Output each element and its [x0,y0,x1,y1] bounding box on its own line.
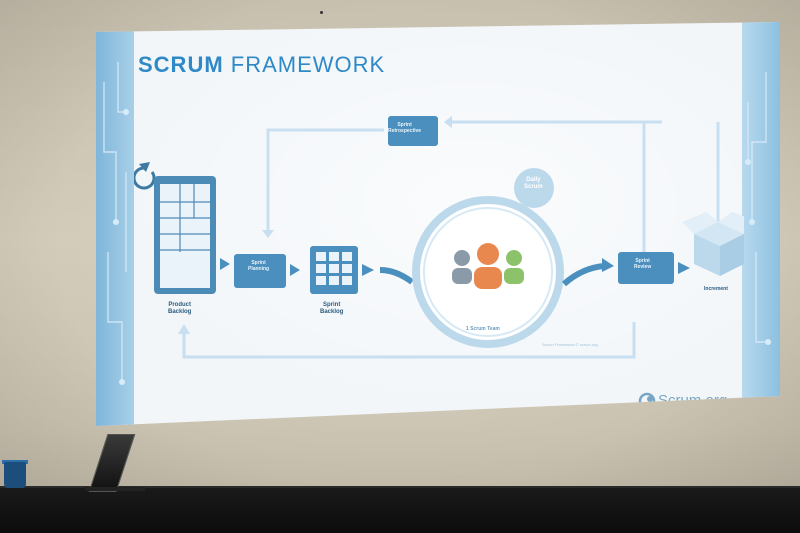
diagram-caption: Scrum Framework © scrum.org [542,342,598,347]
increment-label: Increment [704,286,728,292]
cup [4,462,26,488]
increment-box-icon [682,212,744,276]
sprint-review-label: Sprint Review [634,258,652,270]
circuit-pattern [103,62,771,385]
slide-title: SCRUM FRAMEWORK [138,52,385,78]
ceiling-speck [320,11,323,14]
scrum-team-label: 1 Scrum Team [466,326,500,332]
projection-screen: SCRUM FRAMEWORK [96,22,780,426]
retro-to-planning-line [266,128,384,232]
stage-floor [0,488,800,533]
sprint-planning-label: Sprint Planning [248,260,270,272]
backlog-arrowhead [178,324,190,334]
scrum-diagram [134,116,744,359]
retro-arrowhead [444,116,452,128]
sprint-review-box [618,252,674,284]
review-to-backlog-line [182,322,636,359]
laptop-base [85,487,145,491]
slide-right-decoration [742,22,780,426]
daily-scrum-label: Daily Scrum [524,177,543,190]
product-backlog-label: Product Backlog [168,302,192,315]
sprint-retrospective-box [388,116,438,146]
daily-scrum-circle [514,168,554,208]
refresh-icon [134,162,156,190]
sprint-backlog-label: Sprint Backlog [320,302,344,315]
sprint-retrospective-label: Sprint Retrospective [388,122,422,134]
title-rest: FRAMEWORK [230,52,386,77]
sprint-planning-box [234,254,286,288]
planning-arrowhead [262,230,274,238]
team-icon [452,243,524,289]
title-bold: SCRUM [138,52,224,77]
